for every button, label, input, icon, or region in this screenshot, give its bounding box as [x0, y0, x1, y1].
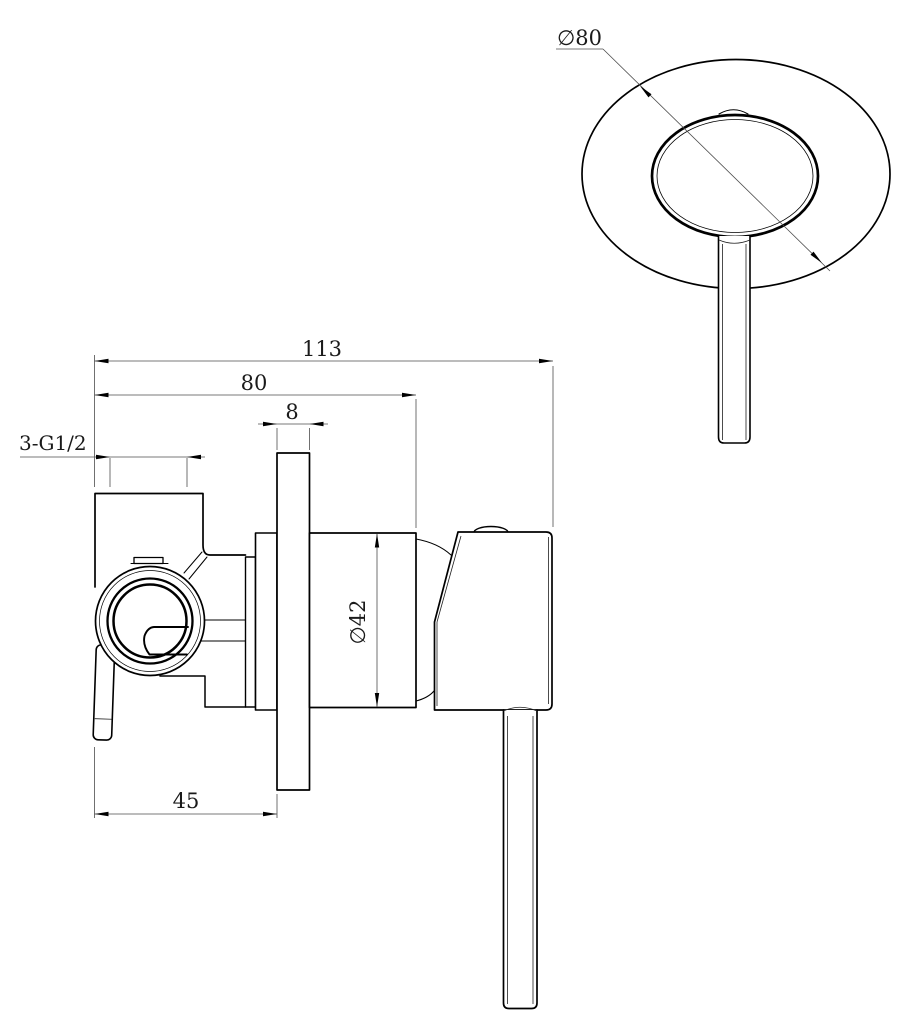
cap-arc-top: [415, 538, 452, 556]
dim-sleeve-diameter-label: ∅42: [346, 599, 370, 644]
handle-hub: [433, 531, 553, 711]
trim-sleeve-cylinder: [308, 532, 417, 709]
dim-handle-offset-label: 45: [173, 789, 200, 813]
handle-stem: [717, 235, 751, 444]
body-bottom: [159, 675, 247, 708]
handle-grip-fill: [503, 710, 537, 1009]
trim-ring-inner: [656, 119, 814, 233]
handle-stem-fill: [718, 236, 750, 443]
dim-overall-depth: 113: [94, 337, 553, 364]
body-chamfer-2: [188, 556, 208, 580]
dim-plate-thickness-label: 8: [285, 400, 298, 424]
dim-plate-diameter: ∅80: [556, 26, 831, 272]
dim-plate-diameter-label: ∅80: [557, 26, 602, 50]
handle-grip: [502, 709, 538, 1010]
cartridge-boss: [94, 556, 206, 677]
boss-top-tab: [133, 556, 164, 565]
dim-sleeve-diameter: ∅42: [346, 533, 380, 707]
wall-plate-side: [276, 452, 311, 791]
side-view: [92, 452, 553, 1010]
dim-body-depth-label: 80: [241, 371, 268, 395]
handle-stem-shoulder-arc: [718, 239, 751, 244]
dim-body-depth: 80: [94, 371, 416, 398]
dim-handle-offset: 45: [94, 789, 277, 817]
handle-grip-shoulder-arc: [503, 706, 538, 712]
trim-ring-outer: [650, 113, 820, 239]
cartridge-keyway: [143, 626, 189, 656]
dim-overall-depth-label: 113: [302, 337, 342, 361]
hub-inner-slant: [436, 535, 462, 623]
valve-body: [94, 492, 247, 588]
cap-arc-bottom: [415, 690, 435, 702]
dim-plate-thickness: 8: [258, 400, 328, 427]
mounting-step: [244, 556, 257, 708]
dimensions: 113 80 8 3-G1/2 45: [19, 337, 554, 818]
front-view: ∅80: [556, 26, 891, 444]
handle-dome-top-arc: [718, 109, 749, 115]
dim-inlet-thread: 3-G1/2: [19, 431, 205, 460]
body-chamfer-1: [183, 551, 203, 574]
dim-inlet-thread-label: 3-G1/2: [19, 431, 87, 455]
mounting-sleeve: [254, 532, 278, 711]
